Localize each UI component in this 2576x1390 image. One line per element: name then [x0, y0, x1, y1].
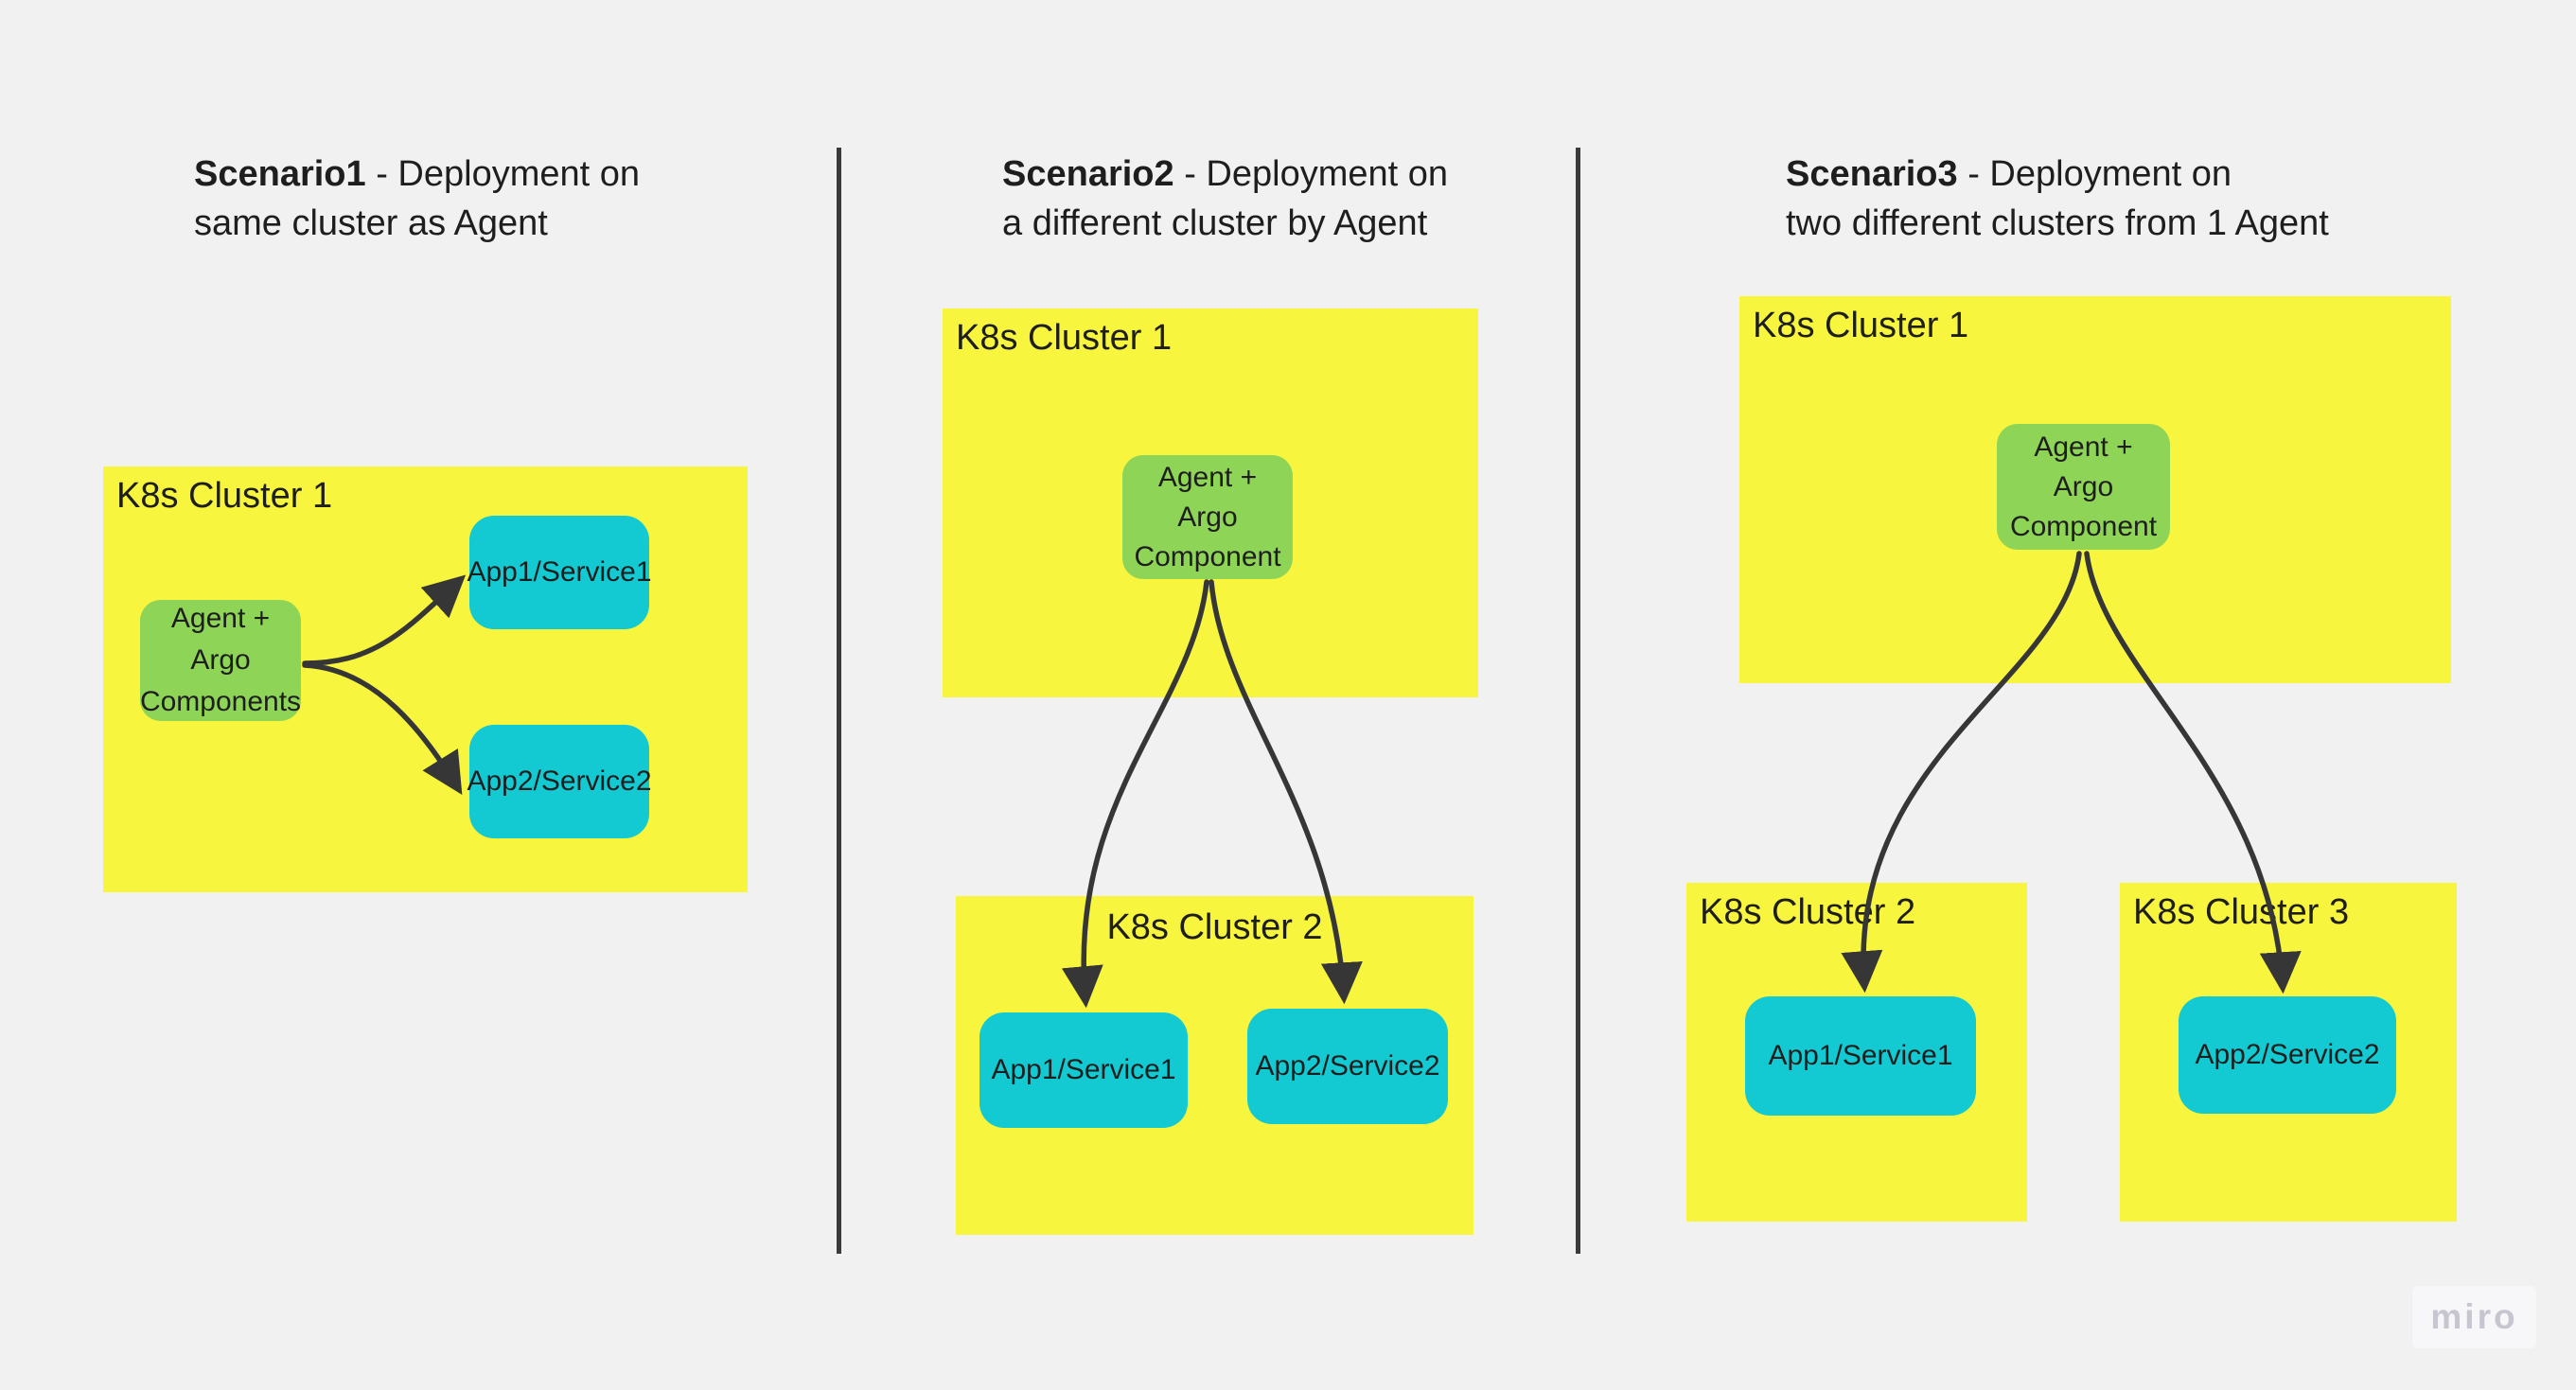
s2-app1-service1-node: App1/Service1 — [979, 1012, 1188, 1128]
s2-app1-service1-label: App1/Service1 — [991, 1054, 1176, 1085]
s1-app2-service2-label: App2/Service2 — [467, 765, 652, 797]
s2-k8s-cluster2-label: K8s Cluster 2 — [1106, 907, 1323, 947]
s2-k8s-cluster1-label: K8s Cluster 1 — [956, 318, 1173, 358]
s1-k8s-cluster1-label: K8s Cluster 1 — [116, 476, 333, 516]
s1-app1-service1-node: App1/Service1 — [467, 516, 652, 629]
scenario3-title-rest: - Deployment on — [1957, 154, 2232, 194]
s2-app2-service2-node: App2/Service2 — [1247, 1009, 1448, 1124]
scenario2-title-line1: Scenario2 - Deployment on — [1002, 150, 1448, 199]
scenario2-title-line2: a different cluster by Agent — [1002, 203, 1428, 243]
s3-app2-service2-node: App2/Service2 — [2179, 996, 2396, 1114]
scenario1-title-line2: same cluster as Agent — [194, 203, 548, 243]
s1-app2-service2-node: App2/Service2 — [467, 725, 652, 838]
scenario3-title-line2: two different clusters from 1 Agent — [1786, 203, 2329, 243]
s1-agent-argo-node: Agent + Argo Components — [140, 600, 301, 721]
s2-agent-argo-node: Agent + Argo Component — [1122, 455, 1293, 579]
miro-watermark: miro — [2412, 1286, 2536, 1348]
scenario3-title-line1: Scenario3 - Deployment on — [1786, 150, 2329, 199]
section-divider-2 — [1576, 148, 1580, 1254]
s3-app2-service2-label: App2/Service2 — [2195, 1039, 2380, 1070]
scenario1-title-bold: Scenario1 — [194, 154, 366, 194]
section-divider-1 — [837, 148, 841, 1254]
s1-app1-service1-label: App1/Service1 — [467, 556, 652, 588]
scenario2-title-rest: - Deployment on — [1173, 154, 1449, 194]
s3-agent-argo-label: Agent + Argo Component — [2009, 431, 2158, 542]
scenario1-title-rest: - Deployment on — [365, 154, 641, 194]
s3-agent-argo-node: Agent + Argo Component — [1997, 424, 2170, 550]
s2-app2-service2-label: App2/Service2 — [1255, 1050, 1440, 1082]
s3-app1-service1-node: App1/Service1 — [1745, 996, 1976, 1116]
s3-k8s-cluster3-label: K8s Cluster 3 — [2133, 892, 2350, 932]
scenario2-title-bold: Scenario2 — [1002, 154, 1174, 194]
scenario2-title: Scenario2 - Deployment on a different cl… — [1002, 150, 1448, 248]
s3-k8s-cluster1-label: K8s Cluster 1 — [1753, 306, 1969, 345]
miro-logo-text: miro — [2430, 1297, 2518, 1336]
s1-agent-argo-label: Agent + Argo Components — [139, 603, 302, 717]
s2-agent-argo-label: Agent + Argo Component — [1134, 461, 1281, 572]
s3-k8s-cluster2-label: K8s Cluster 2 — [1700, 892, 1916, 932]
scenario3-title-bold: Scenario3 — [1786, 154, 1958, 194]
s3-app1-service1-label: App1/Service1 — [1768, 1040, 1953, 1071]
scenario1-title-line1: Scenario1 - Deployment on — [194, 150, 640, 199]
scenario3-title: Scenario3 - Deployment on two different … — [1786, 150, 2329, 248]
scenario1-title: Scenario1 - Deployment on same cluster a… — [194, 150, 640, 248]
